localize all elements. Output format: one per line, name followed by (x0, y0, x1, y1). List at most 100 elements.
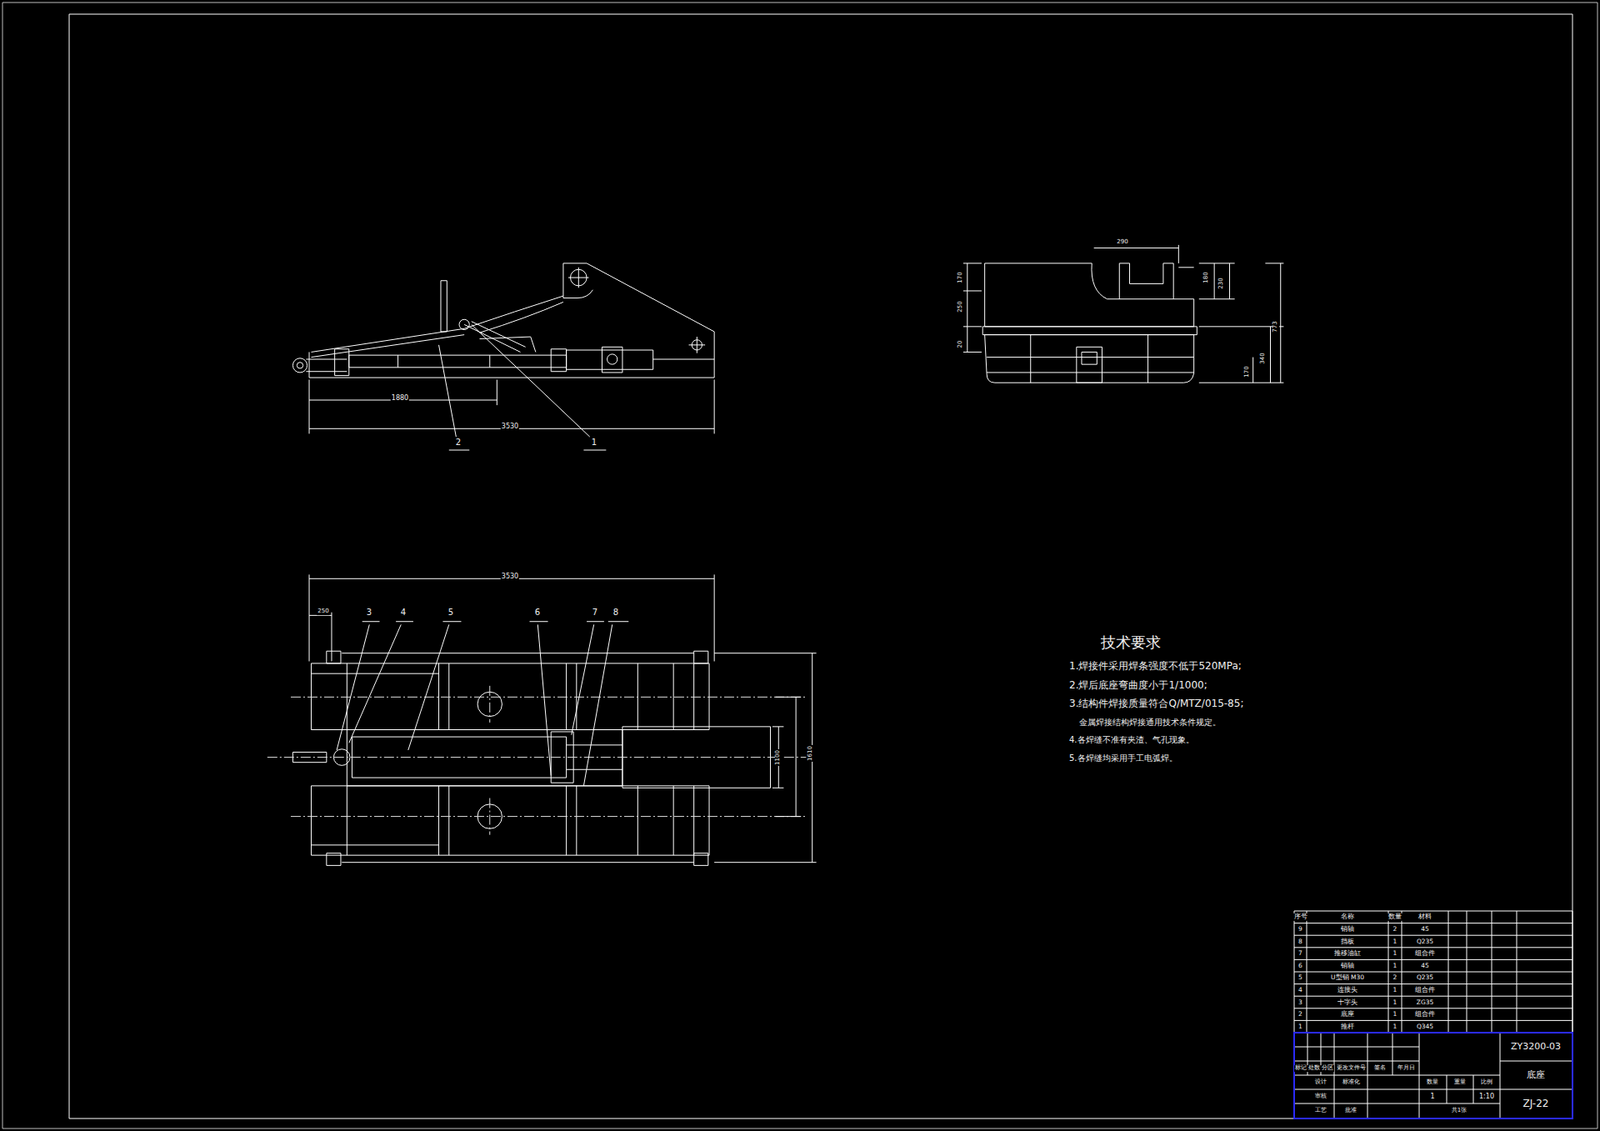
side-view-part (309, 380, 310, 435)
side-view-part (309, 351, 310, 378)
plan-view (267, 574, 817, 865)
title-block-text: ZJ-22 (1522, 1098, 1550, 1110)
title-block-part (1294, 971, 1573, 973)
parts-list-cell: 3 (1297, 998, 1304, 1005)
plan-view-part-part (489, 685, 490, 723)
side-view-part (397, 355, 399, 368)
end-view-part (1030, 335, 1031, 384)
parts-list-cell: 6 (1297, 962, 1304, 970)
callout-number: 3 (365, 607, 373, 617)
parts-list-cell: 45 (1420, 962, 1430, 970)
title-block-part (1294, 1032, 1573, 1119)
title-block-text: 工艺 (1314, 1107, 1328, 1115)
plan-view-part (310, 844, 439, 845)
plan-view-part (566, 744, 623, 745)
title-block-text: 批准 (1344, 1107, 1358, 1115)
title-block-part (1294, 1060, 1420, 1062)
plan-view-part (310, 673, 439, 675)
title-block-part (1294, 1046, 1420, 1048)
end-view-part (985, 263, 1195, 327)
dimension-text: 1610 (807, 745, 815, 762)
plan-view-part (673, 785, 675, 855)
title-block-text: 审核 (1314, 1093, 1328, 1100)
parts-list-cell: 名称 (1340, 913, 1355, 920)
callout-number: 4 (400, 607, 407, 617)
callout-number: 7 (591, 607, 599, 617)
parts-list-cell: 材料 (1417, 913, 1433, 920)
end-view-part (1147, 335, 1149, 384)
parts-list-cell: 5 (1297, 974, 1304, 981)
title-block-text: 重量 (1453, 1079, 1467, 1086)
title-block-part (1448, 910, 1450, 1033)
parts-list-cell: 1 (1392, 1023, 1399, 1030)
title-block-part (1500, 1060, 1573, 1062)
plan-view-part (714, 652, 816, 654)
note-text: 4.各焊缝不准有夹渣、气孔现象。 (1068, 735, 1195, 745)
plan-view-part (408, 624, 450, 750)
parts-list-cell: 4 (1297, 986, 1304, 994)
title-block-part (1294, 922, 1573, 924)
side-view-part (449, 450, 470, 451)
title-block-part (1500, 1089, 1573, 1090)
note-text: 1.焊接件采用焊条强度不低于520MPa; (1068, 660, 1243, 672)
plan-view-part (795, 696, 797, 816)
title-block-part (1306, 910, 1308, 1033)
side-view-part (607, 354, 618, 365)
title-block-text: 设计 (1314, 1079, 1328, 1086)
side-view-part (440, 280, 447, 332)
title-block-text: ZY3200-03 (1510, 1041, 1562, 1052)
plan-view-part (537, 624, 551, 775)
dimension-text: 230 (1218, 276, 1225, 290)
plan-view-part (772, 725, 784, 727)
drawing-views (267, 245, 1285, 865)
plan-view-part (349, 624, 401, 743)
parts-list-cell: 2 (1392, 925, 1399, 933)
side-view-part (480, 336, 536, 352)
plan-view-part (395, 620, 414, 622)
callout-number: 6 (534, 607, 541, 617)
plan-view-part (583, 624, 612, 785)
title-block-text: 签名 (1373, 1065, 1387, 1072)
end-view-part (963, 290, 982, 291)
title-block-part (1294, 1020, 1573, 1021)
side-view-part (583, 450, 606, 451)
side-view-part (471, 321, 526, 348)
parts-list-cell: 底座 (1340, 1010, 1355, 1018)
title-block (1294, 910, 1573, 1119)
title-block-text: 底座 (1525, 1070, 1546, 1080)
plan-view-part (608, 620, 629, 622)
parts-list-cell: 2 (1392, 974, 1399, 981)
parts-list-cell: 7 (1297, 950, 1304, 957)
parts-list-cell: 销轴 (1340, 925, 1355, 933)
parts-list-cell: ZG35 (1415, 998, 1435, 1005)
title-block-part (1294, 995, 1573, 997)
side-view-part (550, 349, 566, 372)
plan-view-part (309, 574, 310, 661)
end-view-part (963, 351, 982, 353)
end-view-part (986, 356, 1195, 358)
title-block-part (1516, 910, 1518, 1033)
parts-list-cell: Q345 (1415, 1023, 1435, 1030)
plan-view-part (775, 815, 802, 817)
parts-list-cell: 十字头 (1336, 998, 1359, 1005)
end-view-part (1178, 245, 1180, 264)
end-view-part (986, 371, 1195, 373)
plan-view-part (637, 663, 639, 730)
parts-list-cell: 1 (1392, 998, 1399, 1005)
title-block-part (1294, 1007, 1573, 1009)
plan-view-part (310, 663, 710, 730)
plan-view-part (693, 663, 695, 730)
parts-list-cell: 1 (1392, 986, 1399, 994)
parts-list-cell: 8 (1297, 937, 1304, 945)
parts-list-cell: 推杆 (1340, 1023, 1355, 1030)
side-view-part (480, 301, 564, 333)
end-view (963, 245, 1284, 383)
parts-list-cell: 9 (1297, 925, 1304, 933)
note-text: 2.焊后底座弯曲度小于1/1000; (1068, 680, 1209, 691)
end-view-part (963, 262, 982, 264)
end-view-part (1081, 351, 1097, 365)
side-view-part (563, 263, 594, 299)
plan-view-part (694, 650, 709, 664)
plan-view-part (586, 620, 605, 622)
